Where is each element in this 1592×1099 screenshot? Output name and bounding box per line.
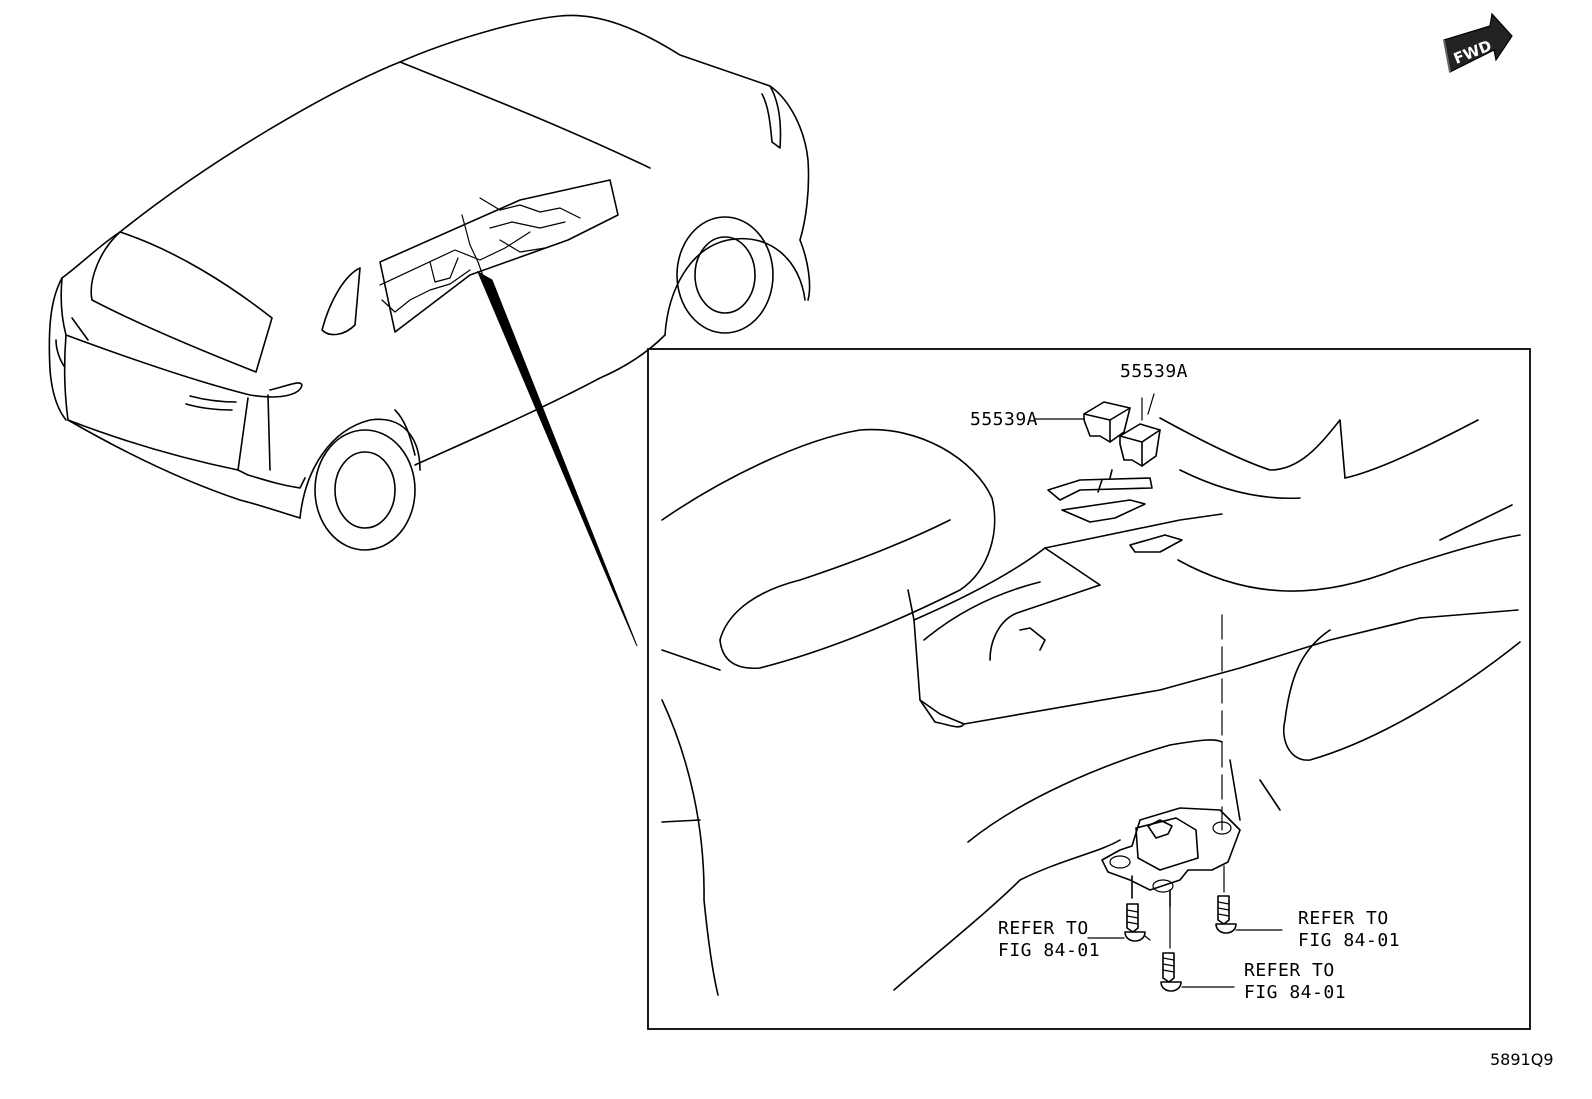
refer-label: REFER TO FIG 84-01 xyxy=(1244,960,1346,1004)
figure-code: 5891Q9 xyxy=(1490,1050,1554,1069)
refer-label: REFER TO FIG 84-01 xyxy=(998,918,1100,962)
part-number-label: 55539A xyxy=(970,409,1039,430)
screw-icon xyxy=(1215,865,1237,934)
refer-fig: FIG 84-01 xyxy=(998,940,1101,961)
console-detail xyxy=(661,393,1521,996)
refer-line: REFER TO xyxy=(1298,908,1389,929)
refer-line: REFER TO xyxy=(1244,960,1335,981)
screw-icon xyxy=(1124,903,1151,942)
refer-label: REFER TO FIG 84-01 xyxy=(1298,908,1400,952)
detail-frame xyxy=(647,348,1531,1030)
refer-fig: FIG 84-01 xyxy=(1298,930,1401,951)
fwd-arrow-icon: FWD xyxy=(1443,12,1513,73)
vehicle-overview xyxy=(48,14,811,647)
refer-line: REFER TO xyxy=(998,918,1089,939)
screw-icon xyxy=(1160,905,1182,992)
part-number-label: 55539A xyxy=(1120,361,1189,382)
refer-fig: FIG 84-01 xyxy=(1244,982,1347,1003)
